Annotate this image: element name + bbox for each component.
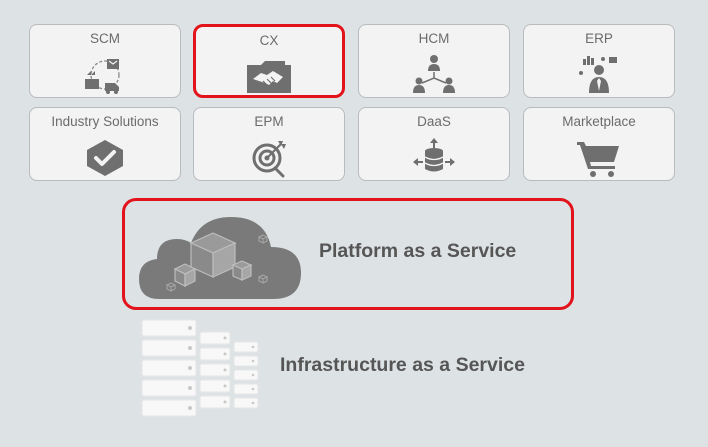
database-arrows-icon [413,138,455,172]
target-icon [252,141,286,178]
tile-marketplace[interactable]: Marketplace [523,107,675,181]
supply-chain-icon [85,59,120,94]
tile-scm[interactable]: SCM [29,24,181,98]
org-chart-icon [413,55,455,93]
tile-scm-label: SCM [90,31,120,46]
platform-as-a-service-panel[interactable]: Platform as a Service [122,198,574,310]
business-analytics-icon [579,56,617,93]
platform-as-a-service-label: Platform as a Service [319,240,517,262]
servers-icon [141,319,259,417]
shopping-cart-icon [577,142,619,177]
infrastructure-as-a-service-label: Infrastructure as a Service [280,354,525,376]
tile-hcm[interactable]: HCM [358,24,510,98]
tile-daas[interactable]: DaaS [358,107,510,181]
handshake-icon [247,61,291,93]
tile-cx[interactable]: CX [193,24,345,98]
tile-epm[interactable]: EPM [193,107,345,181]
shield-check-icon [87,140,123,176]
tile-cx-label: CX [259,33,279,48]
tile-industry-solutions-label: Industry Solutions [51,114,159,129]
tile-erp-label: ERP [585,31,613,46]
tile-marketplace-label: Marketplace [562,114,636,129]
tile-epm-label: EPM [254,114,284,129]
tile-industry-solutions[interactable]: Industry Solutions [29,107,181,181]
cloud-cubes-icon [139,217,301,299]
tile-daas-label: DaaS [417,114,451,129]
tile-hcm-label: HCM [418,31,450,46]
tile-erp[interactable]: ERP [523,24,675,98]
